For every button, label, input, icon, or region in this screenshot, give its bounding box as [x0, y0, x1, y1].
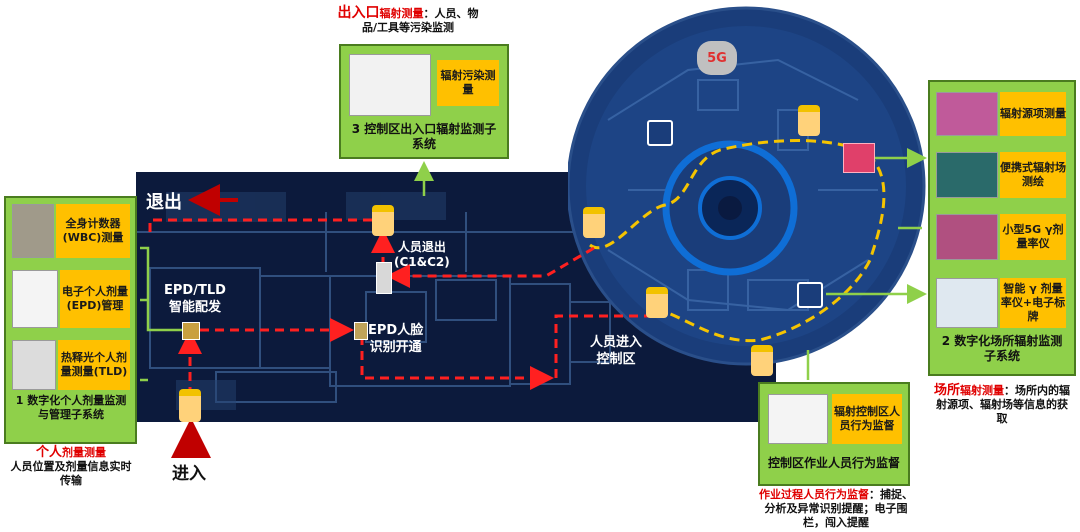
personal-caption-sub: 剂量测量 [62, 446, 106, 459]
source-term-photo [936, 92, 998, 136]
portable-mapping-card: 便携式辐射场测绘 [1000, 152, 1066, 198]
behavior-caption: 作业过程人员行为监督：捕捉、分析及异常识别提醒；电子围栏，闯入提醒 [756, 488, 916, 530]
epd-tld-label: EPD/TLD 智能配发 [164, 282, 226, 316]
entrance-monitoring-subsystem: 辐射污染测量 3 控制区出入口辐射监测子系统 [339, 44, 509, 159]
worker-icon [751, 345, 773, 376]
5g-label: 5G [707, 50, 727, 66]
worker-icon [583, 207, 605, 238]
person-exit-text2: (C1&C2) [394, 255, 450, 269]
reactor-building [568, 6, 926, 366]
smart-dosimeter-photo [936, 278, 998, 328]
entrance-caption-text1: ：人员、物 [423, 7, 479, 20]
personal-dosimetry-subsystem: 全身计数器(WBC)测量 电子个人剂量(EPD)管理 热释光个人剂量测量(TLD… [4, 196, 137, 444]
wbc-photo [12, 204, 54, 258]
person-enter-text: 人员进入 [590, 335, 643, 350]
person-enter-text2: 控制区 [596, 352, 636, 367]
person-enter-label: 人员进入 控制区 [590, 334, 642, 368]
smart-dispatch-text: 智能配发 [168, 300, 221, 315]
subsystem-2-title: 2 数字化场所辐射监测子系统 [941, 334, 1063, 363]
behavior-title: 控制区作业人员行为监督 [767, 456, 900, 470]
wbc-card: 全身计数器(WBC)测量 [56, 204, 130, 258]
contamination-card: 辐射污染测量 [437, 60, 499, 106]
entrance-caption-title: 出入口 [337, 5, 380, 21]
epd-dispenser-icon [182, 322, 200, 340]
worker-icon [646, 287, 668, 318]
face-id-label: EPD人脸 识别开通 [368, 322, 423, 356]
face-reader-icon [354, 322, 368, 340]
5g-dosimeter-card: 小型5G γ剂量率仪 [1000, 214, 1066, 260]
5g-station-icon: 5G [697, 41, 737, 75]
tld-card: 热释光个人剂量测量(TLD) [58, 340, 130, 390]
subsystem-3-title: 3 控制区出入口辐射监测子系统 [351, 122, 497, 151]
site-radiation-subsystem: 辐射源项测量 便携式辐射场测绘 小型5G γ剂量率仪 智能 γ 剂量率仪+电子标… [928, 80, 1076, 376]
worker-icon [179, 389, 201, 422]
epd-photo [12, 270, 58, 328]
site-caption-sub: 辐射测量 [960, 384, 1004, 397]
behavior-supervision-subsystem: 辐射控制区人员行为监督 控制区作业人员行为监督 [758, 382, 910, 486]
subsystem-1-title: 1 数字化个人剂量监测与管理子系统 [15, 394, 127, 421]
wifi-monitor-icon [647, 120, 673, 146]
epd-card: 电子个人剂量(EPD)管理 [60, 270, 130, 328]
entrance-caption-text2: 品/工具等污染监测 [361, 21, 455, 34]
epd-tld-text: EPD/TLD [164, 283, 226, 298]
wifi-monitor-icon [797, 282, 823, 308]
site-radiation-caption: 场所辐射测量：场所内的辐射源项、辐射场等信息的获取 [932, 384, 1072, 426]
face-id-text2: 识别开通 [369, 340, 422, 355]
worker-icon [798, 105, 820, 136]
behavior-caption-text: ：捕捉、分析及异常识别提醒；电子围栏，闯入提醒 [764, 488, 914, 529]
tld-photo [12, 340, 56, 390]
person-exit-text: 人员退出 [397, 240, 446, 254]
radiation-source-heatmap [843, 143, 875, 173]
behavior-card: 辐射控制区人员行为监督 [832, 394, 902, 444]
source-term-card: 辐射源项测量 [1000, 92, 1066, 136]
personal-caption-text: 人员位置及剂量信息实时传输 [10, 460, 132, 487]
site-caption-title: 场所 [933, 383, 960, 398]
exit-label: 退出 [146, 192, 182, 213]
entrance-caption-sub: 辐射测量 [379, 7, 424, 20]
5g-dosimeter-photo [936, 214, 998, 260]
patrol-route [589, 139, 886, 343]
entrance-caption: 出入口辐射测量：人员、物 品/工具等污染监测 [318, 6, 498, 35]
face-id-text: EPD人脸 [368, 323, 424, 338]
worker-icon [372, 205, 394, 236]
portable-mapping-photo [936, 152, 998, 198]
smart-dosimeter-card: 智能 γ 剂量率仪+电子标牌 [1000, 278, 1066, 328]
behavior-photo [768, 394, 828, 444]
contamination-monitor-photo [349, 54, 431, 116]
personal-caption-title: 个人 [35, 445, 62, 460]
behavior-caption-title: 作业过程人员行为监督 [759, 488, 869, 501]
person-exit-label: 人员退出 (C1&C2) [394, 240, 450, 270]
site-caption-text: ：场所内的辐射源项、辐射场等信息的获取 [936, 384, 1070, 425]
exit-gate-icon [376, 262, 392, 294]
enter-label: 进入 [172, 464, 206, 484]
personal-dose-caption: 个人剂量测量 人员位置及剂量信息实时传输 [10, 446, 132, 488]
